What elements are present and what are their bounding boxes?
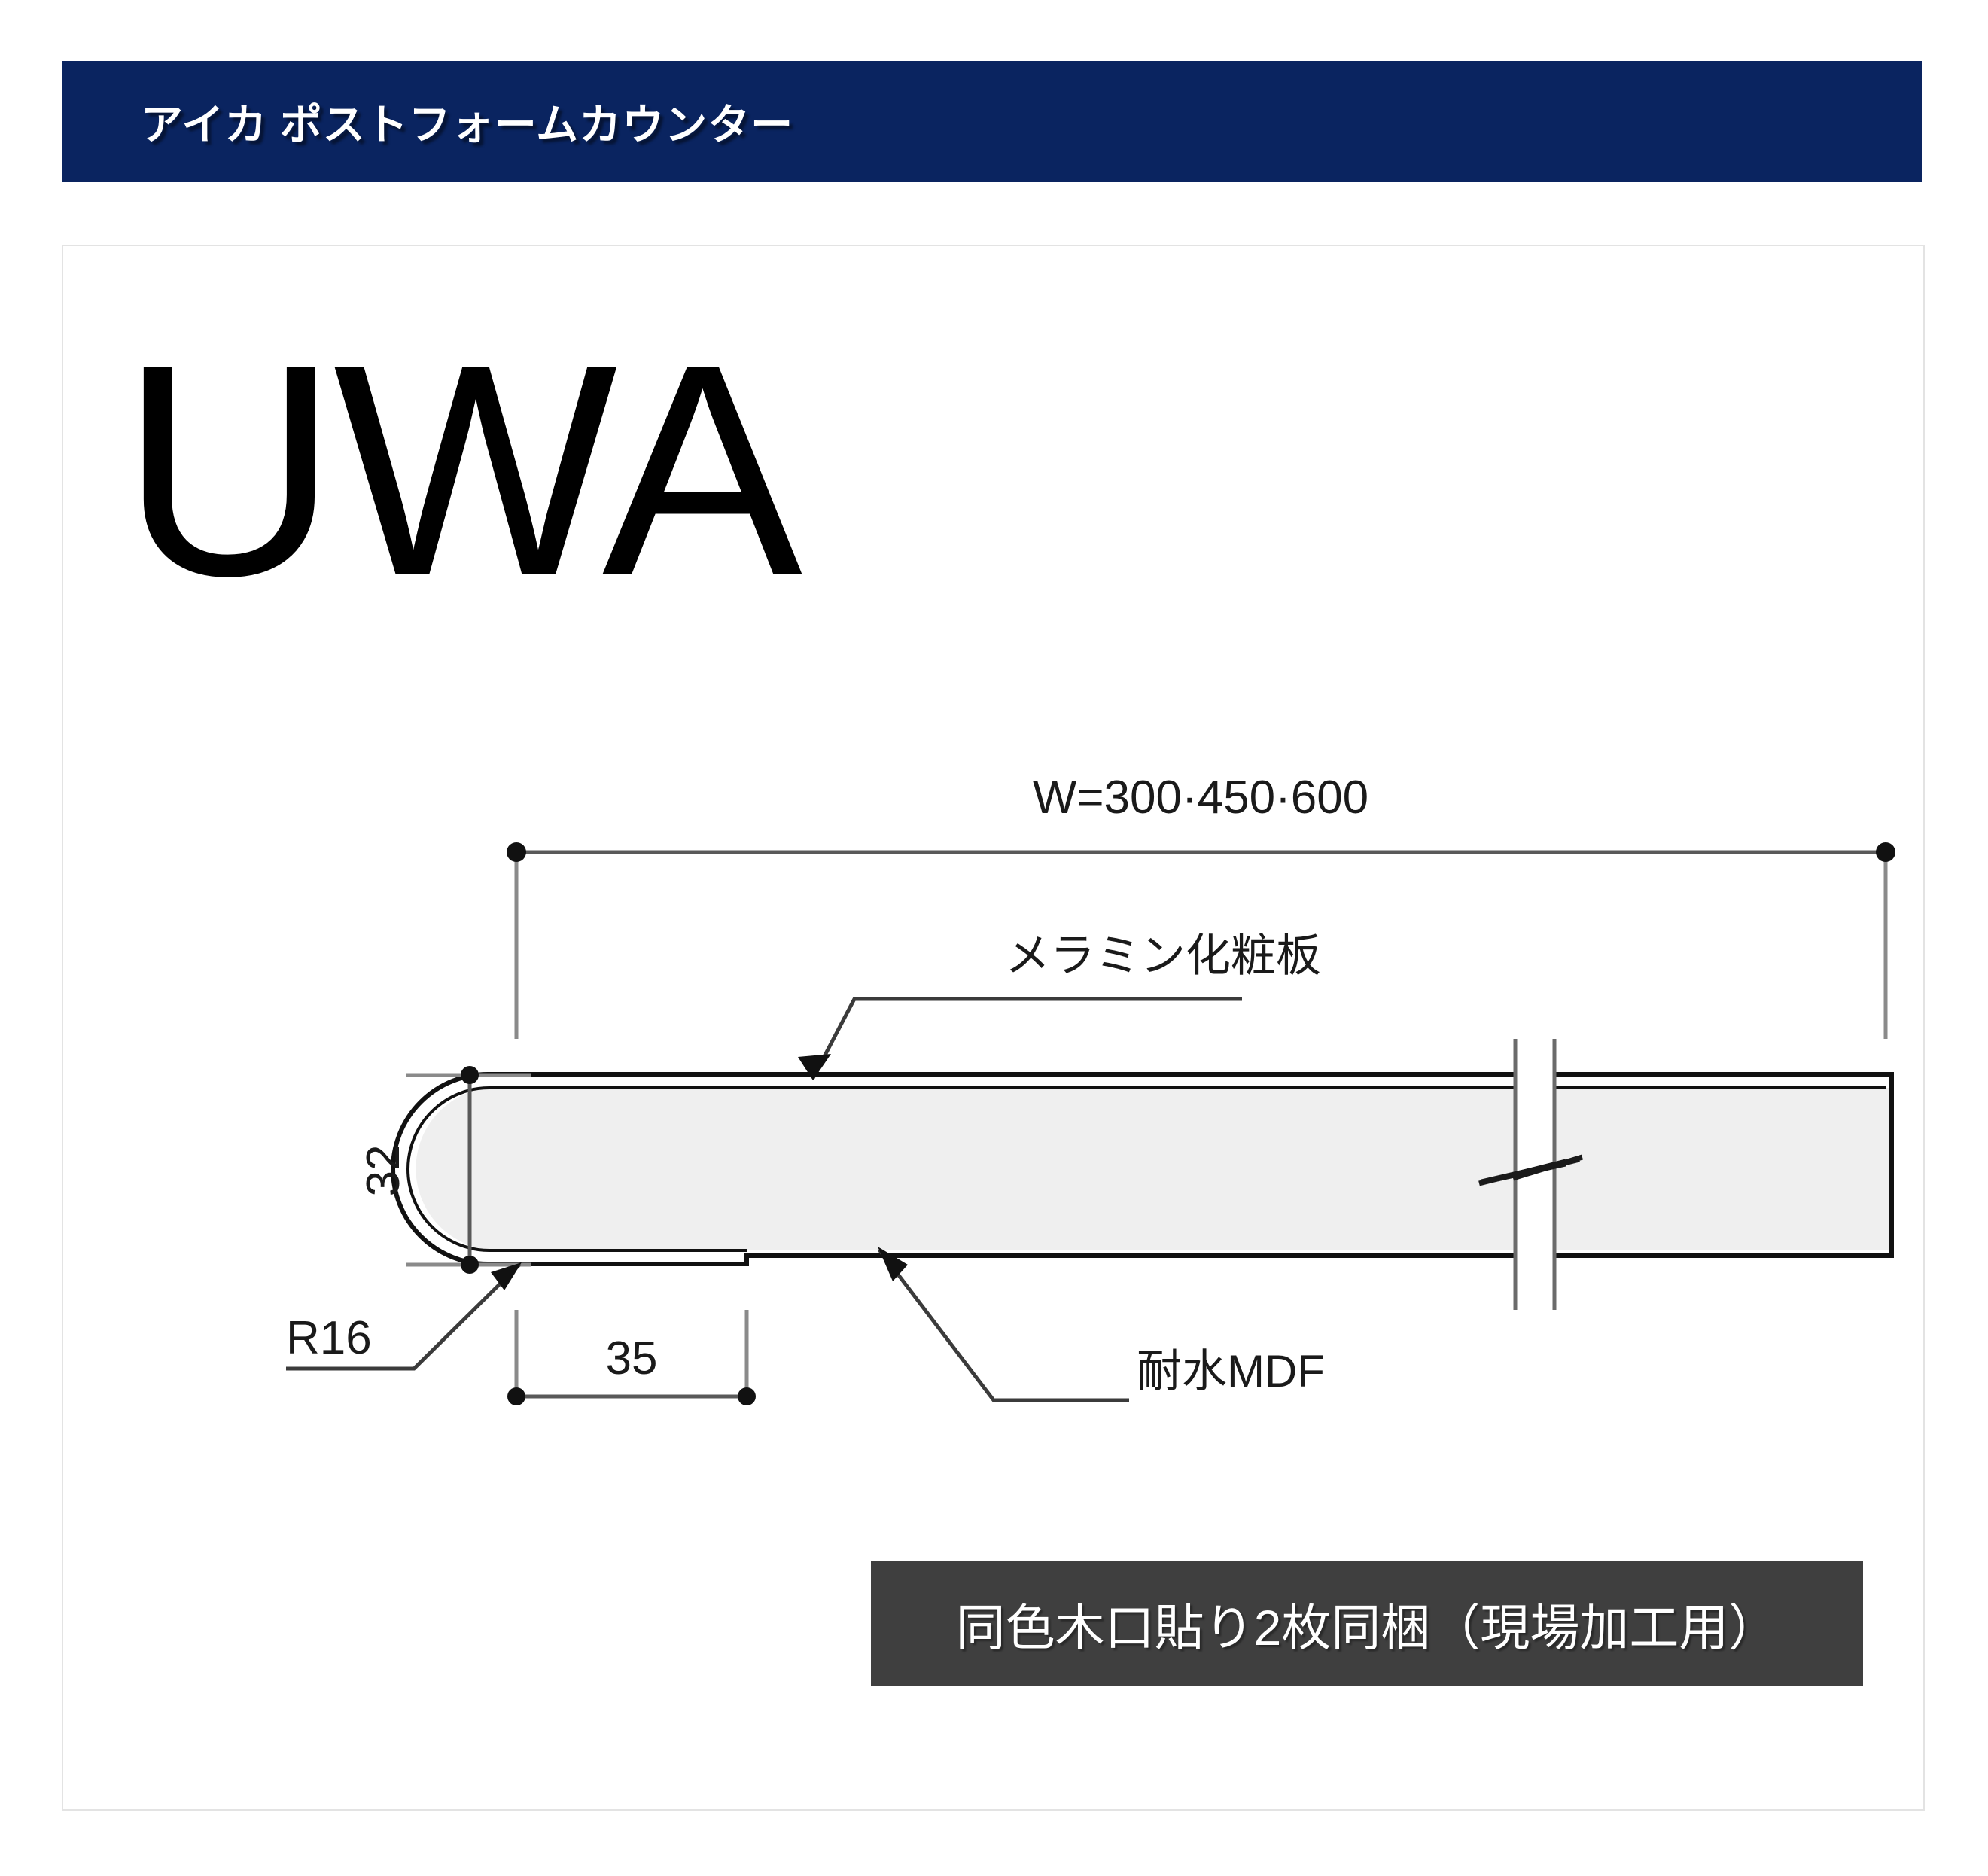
width-dim-endpoint-right: [1876, 842, 1895, 862]
surface-leader-arrowhead: [798, 1054, 831, 1080]
surface-material-label: メラミン化粧板: [1005, 930, 1321, 981]
radius-leader-arrowhead: [491, 1262, 522, 1290]
core-leader-line: [878, 1248, 1129, 1402]
product-code-label: UWA: [120, 302, 802, 638]
melamine-inner-contour: [406, 1086, 1886, 1252]
height-dim-endpoint-top: [461, 1066, 479, 1084]
content-panel: [62, 245, 1925, 1811]
page-title: アイカ ポストフォームカウンター: [141, 101, 794, 148]
core-material-label: 耐水MDF: [1137, 1346, 1325, 1396]
radius-callout-group: R16: [286, 1262, 522, 1371]
width-dimension-group: W=300·450·600: [507, 772, 1895, 1039]
break-line-symbol: [1478, 1039, 1584, 1310]
header-bar: アイカ ポストフォームカウンター: [62, 61, 1922, 182]
nose-dim-endpoint-right: [738, 1387, 756, 1405]
mdf-core-fill: [416, 1088, 1892, 1250]
surface-leader-line: [811, 997, 1242, 1080]
caption-bar: 同色木口貼り2枚同梱（現場加工用）: [871, 1561, 1863, 1686]
height-dimension-label: 32: [358, 1145, 409, 1197]
nose-dim-endpoint-left: [507, 1387, 525, 1405]
break-zigzag: [1478, 1154, 1584, 1186]
nose-dimension-label: 35: [606, 1332, 658, 1384]
radius-callout-label: R16: [286, 1312, 372, 1364]
width-dim-endpoint-left: [507, 842, 526, 862]
core-leader-arrowhead: [878, 1247, 908, 1281]
height-dim-endpoint-bottom: [461, 1256, 479, 1274]
counter-profile: [391, 1072, 1894, 1266]
counter-section-drawing: W=300·450·600 メラミン化粧板 32: [286, 772, 1895, 1405]
width-dimension-label: W=300·450·600: [1033, 772, 1368, 824]
core-label-group: 耐水MDF: [878, 1247, 1325, 1402]
radius-leader-line: [286, 1263, 521, 1371]
caption-label: 同色木口貼り2枚同梱（現場加工用）: [955, 1599, 1779, 1655]
surface-label-group: メラミン化粧板: [798, 930, 1321, 1080]
nose-dimension-group: 35: [507, 1310, 756, 1405]
height-dimension-group: 32: [358, 1066, 531, 1274]
